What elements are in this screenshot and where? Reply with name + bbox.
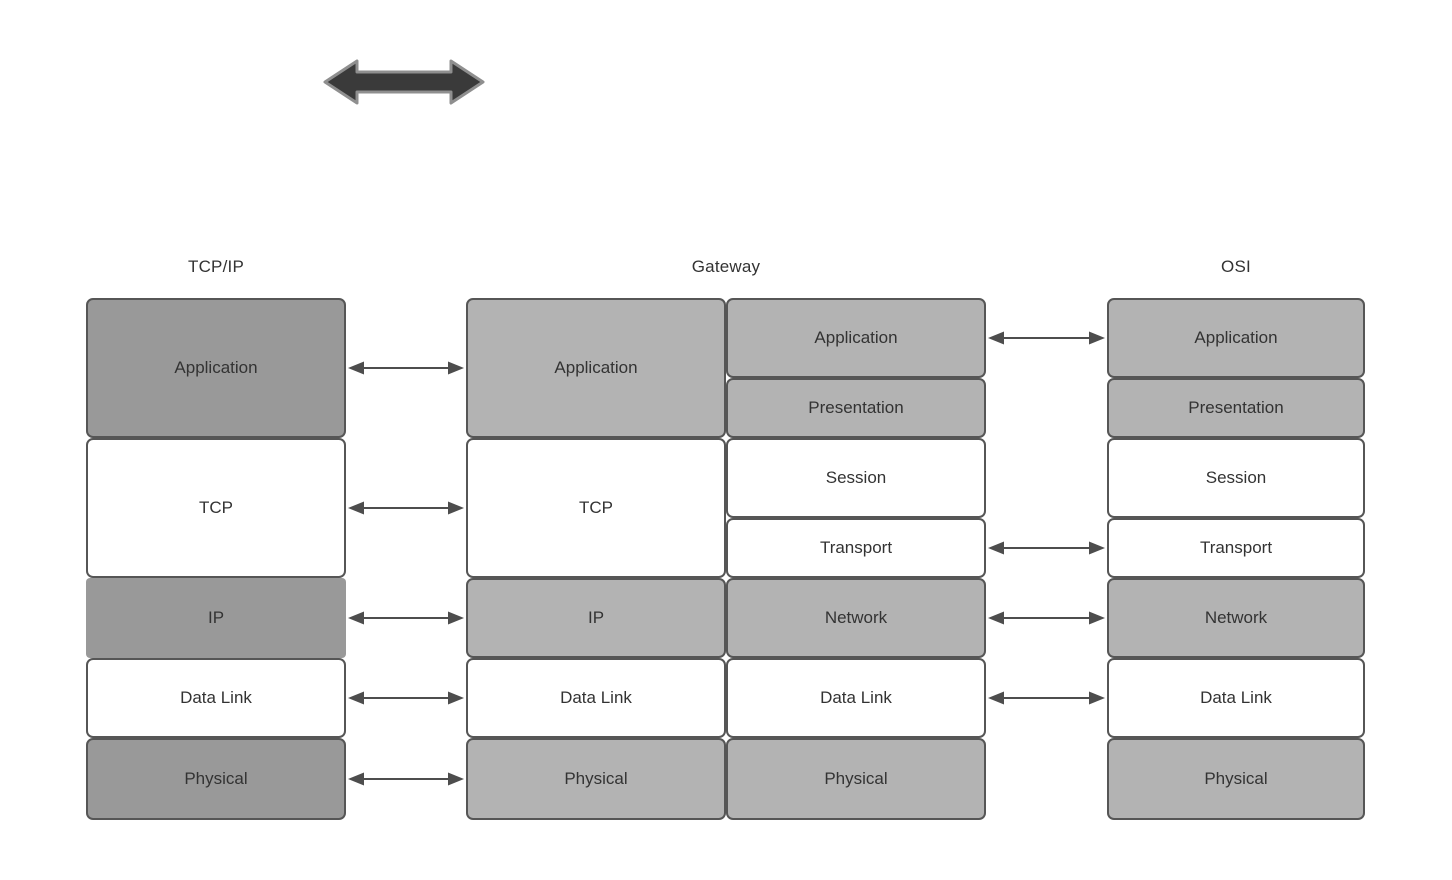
layer-osi-presentation: Presentation [1107,378,1365,438]
arrow-tcpip-gateway-tcp [348,501,464,515]
layer-osi-transport: Transport [1107,518,1365,578]
column-header-osi: OSI [1221,257,1251,276]
layer-gateway-osi-presentation: Presentation [726,378,986,438]
stack-osi: Application Presentation Session Transpo… [1107,0,1365,880]
arrow-tcpip-gateway-physical [348,772,464,786]
layer-osi-physical: Physical [1107,738,1365,820]
layer-tcpip-physical: Physical [86,738,346,820]
layer-gateway-osi-datalink: Data Link [726,658,986,738]
arrow-gateway-osi-network [988,611,1105,625]
layer-gateway-physical: Physical [466,738,726,820]
arrow-gateway-osi-application [988,331,1105,345]
stack-gateway-right: Application Presentation Session Transpo… [726,0,986,880]
arrow-tcpip-gateway-application [348,361,464,375]
arrow-tcpip-gateway-ip [348,611,464,625]
layer-gateway-osi-physical: Physical [726,738,986,820]
stack-gateway-left: Application TCP IP Data Link Physical [466,0,726,880]
layer-osi-application: Application [1107,298,1365,378]
layer-gateway-ip: IP [466,578,726,658]
layer-tcpip-tcp: TCP [86,438,346,578]
layer-tcpip-application: Application [86,298,346,438]
layer-gateway-tcp: TCP [466,438,726,578]
layer-osi-datalink: Data Link [1107,658,1365,738]
layer-osi-session: Session [1107,438,1365,518]
layer-osi-network: Network [1107,578,1365,658]
big-bidirectional-arrow-icon [323,59,485,105]
column-header-tcpip: TCP/IP [188,257,244,276]
arrow-gateway-osi-transport [988,541,1105,555]
layer-gateway-osi-application: Application [726,298,986,378]
layer-gateway-datalink: Data Link [466,658,726,738]
arrow-gateway-osi-datalink [988,691,1105,705]
layer-tcpip-datalink: Data Link [86,658,346,738]
layer-tcpip-ip: IP [86,578,346,658]
column-header-gateway: Gateway [691,257,761,276]
layer-gateway-osi-session: Session [726,438,986,518]
layer-gateway-application: Application [466,298,726,438]
layer-gateway-osi-transport: Transport [726,518,986,578]
arrow-tcpip-gateway-datalink [348,691,464,705]
layer-gateway-osi-network: Network [726,578,986,658]
stack-tcpip: Application TCP IP Data Link Physical [86,0,346,880]
